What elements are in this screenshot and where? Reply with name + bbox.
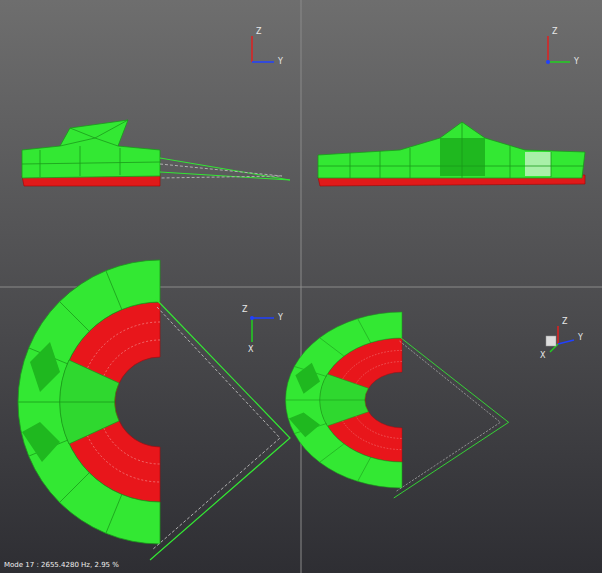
axis-label: Y xyxy=(578,334,583,342)
axis-label: Z xyxy=(562,318,567,326)
axis-label: X xyxy=(540,352,545,360)
axis-label: Y xyxy=(278,314,283,322)
axis-label: X xyxy=(248,346,253,354)
axis-label: Z xyxy=(256,28,261,36)
mode-caption: Mode 17 : 2655.4280 Hz, 2.95 % xyxy=(4,562,119,569)
axis-label: Z xyxy=(242,306,247,314)
axis-label: Y xyxy=(574,58,579,66)
axis-label: Y xyxy=(278,58,283,66)
axis-label: Z xyxy=(552,28,557,36)
